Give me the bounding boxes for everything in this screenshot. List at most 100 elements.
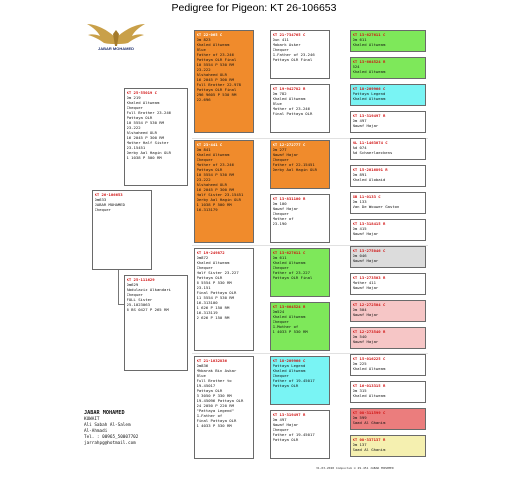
pigeon-info-line: Chequer <box>196 156 213 162</box>
pigeon-info-line: 296 9605 P 530 RM <box>196 91 237 97</box>
pigeon-info-line: Dm 225 <box>352 360 367 366</box>
pigeon-info-line: Dm 315 <box>352 387 367 393</box>
pigeon-info-line: Alshaheed OLR <box>196 71 227 77</box>
pigeon-info-line: 23-151 <box>196 284 211 290</box>
pigeon-info-line: Chequer <box>94 206 111 212</box>
ring-number: KT 26-106653 <box>94 191 123 197</box>
pigeon-info-line: Pattaya OLR Final <box>272 56 313 62</box>
pigeon-info-line: Dm 497 <box>352 117 367 123</box>
pigeon-info-line: 23-222 <box>196 176 211 182</box>
breeder-line: jarrahpg@hotmail.com <box>84 441 136 446</box>
pigeon-info-line: 23-222 <box>196 66 211 72</box>
breeder-line: Al-Ahmadi <box>84 429 108 434</box>
ring-number: KT 18-209966 C <box>272 357 306 363</box>
ring-number: KT 13-627611 C <box>352 31 386 37</box>
pigeon-info-line: Mhbarak Bin Askar <box>196 367 237 373</box>
pedigree-page: Pedigree for Pigeon: KT 26-106653 JABAR … <box>80 0 428 480</box>
pigeon-info-line: Dm 540 <box>352 333 367 339</box>
pigeon-info-line: Khaled Altweam <box>196 151 230 157</box>
breeder-line: Tel. : 00965_50007702 <box>84 435 139 440</box>
ring-number: KT 25-111629 <box>126 276 155 282</box>
pigeon-info-line: Dm 219 <box>126 94 141 100</box>
pigeon-info-line: 16-313119 <box>196 309 218 315</box>
pigeon-info-line: Pattaya OLR <box>272 382 299 388</box>
ring-number: KT 13-273503 R <box>352 274 386 280</box>
ring-number: KT 15-016225 C <box>352 355 386 361</box>
pigeon-info-line: Dm 599 <box>352 414 367 420</box>
pigeon-info-line: Dun 411 <box>272 36 289 42</box>
ring-number: NL 11-1463074 C <box>352 139 388 145</box>
pigeon-info-line: Derby Aal Hagin OLR <box>126 149 172 155</box>
divider <box>192 245 428 246</box>
pigeon-info-line: Mother Half Sister <box>126 139 169 145</box>
pigeon-info-line: Pattaya OLR <box>126 114 153 120</box>
pigeon-info-line: Chequer <box>272 264 289 270</box>
ring-number: KT 21-734765 C <box>272 31 306 37</box>
pigeon-info-line: Nawaf Hajar <box>352 230 379 236</box>
pigeon-info-line: Ad Schaerlaeckens <box>352 149 393 155</box>
ring-number: KT 13-831100 R <box>272 195 306 201</box>
pigeon-info-line: Dm 782 <box>272 90 287 96</box>
pigeon-info-line: Dm 823 <box>196 36 211 42</box>
pigeon-info-line: Dm524 <box>272 308 285 314</box>
pigeon-info-line: Dm 415 <box>352 225 367 231</box>
pigeon-info-line: FULL Sister <box>126 296 153 302</box>
pigeon-info-line: Khaled Altweam <box>352 68 386 74</box>
page-title: Pedigree for Pigeon: KT 26-106653 <box>171 2 337 14</box>
pigeon-info-line: Father of 23-246 <box>196 51 234 57</box>
pigeon-info-line: Full Brother 22-978 <box>196 81 242 87</box>
pigeon-info-line: 19-45017 <box>196 382 216 388</box>
pigeon-info-line: Chequer <box>272 210 289 216</box>
pigeon-info-line: Pattaya OLR Final <box>196 56 237 62</box>
pigeon-info-line: Pattaya Legend <box>272 362 306 368</box>
pigeon-info-line: 6 5554 P 530 RM <box>196 279 232 285</box>
ring-number: KT 13-275046 C <box>352 247 386 253</box>
pigeon-info-line: Pattaya OLR <box>196 166 223 172</box>
ring-number: KT 13-627611 C <box>272 249 306 255</box>
pigeon-info-line: 1 4033 P 530 RM <box>272 328 308 334</box>
pigeon-info-line: Dm 497 <box>272 416 287 422</box>
pigeon-info-line: Dm629 <box>126 281 139 287</box>
ring-number: KT 12-272777 C <box>272 141 306 147</box>
pigeon-info-line: Chequer <box>272 426 289 432</box>
pigeon-info-line: Pattaya Legend <box>352 90 386 96</box>
pigeon-info-line: Chequer <box>272 156 289 162</box>
pigeon-info-line: Dm 133 <box>352 198 367 204</box>
pigeon-info-line: Nawaf Hajar <box>352 311 379 317</box>
pigeon-info-line: Dm 611 <box>352 36 367 42</box>
divider <box>192 138 428 139</box>
pigeon-info-line: 1 1038 P 500 RM <box>126 154 162 160</box>
pigeon-info-line: Chequer <box>272 46 289 52</box>
